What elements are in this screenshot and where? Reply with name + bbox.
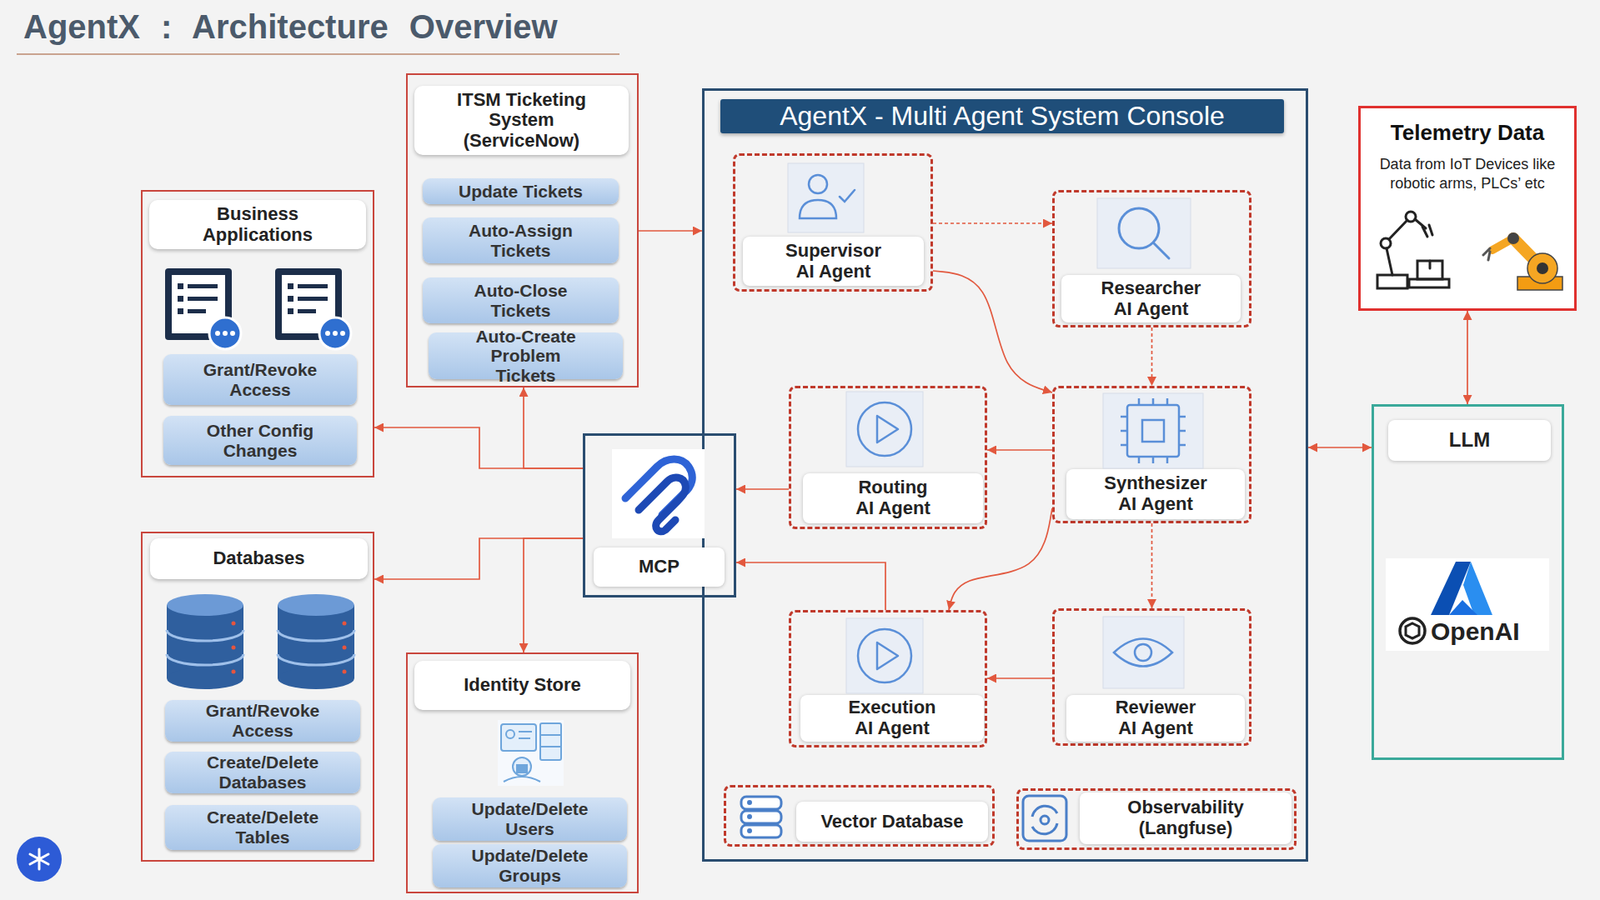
connector-arrow [374,538,583,580]
node-label: Grant/Revoke Access [165,700,361,743]
store-icons [741,796,1067,842]
connector-arrow [987,677,1053,680]
azure-openai-logo [1399,561,1493,644]
action-pill: Create/Delete Tables [165,805,361,851]
node-label: MCP [593,547,725,587]
node-label: Grant/Revoke Access [163,354,357,406]
agent-box: Supervisor AI Agent [732,153,933,292]
node-label: AgentX - Multi Agent System Console [720,99,1285,134]
connector-arrow [523,538,583,653]
action-pill: Other Config Changes [163,416,357,466]
node-label: Auto-Close Tickets [422,277,619,324]
connector-arrow [523,387,583,469]
connector-arrow [374,427,583,469]
node-label: Observability (Langfuse) [1079,792,1292,845]
node-body-text: OpenAI [1385,558,1550,652]
action-pill: Grant/Revoke Access [165,700,361,743]
action-pill: Create/Delete Databases [165,752,361,794]
node-label: Supervisor AI Agent [742,236,924,286]
data-source-box: Telemetry DataData from IoT Devices like… [1358,105,1577,311]
node-label: ITSM Ticketing System (ServiceNow) [414,85,629,156]
action-pill: Update Tickets [422,178,619,205]
diagram-title: AgentX : Architecture Overview [23,8,558,46]
app-icons [165,268,352,350]
robot-arm-illustration [1377,211,1450,289]
identity-icon [497,720,564,787]
agent-icons [787,163,1204,694]
node-label: Auto-Assign Tickets [422,217,619,264]
connector-arrow [932,270,1053,393]
node-label: Update/Delete Users [432,797,627,842]
node-label: Update Tickets [422,178,619,205]
connector-arrow [638,230,703,232]
group-box: Identity StoreUpdate/Delete UsersUpdate/… [406,652,639,894]
agent-box: Reviewer AI Agent [1052,608,1252,747]
action-pill: Auto-Assign Tickets [422,217,619,264]
group-box: DatabasesGrant/Revoke AccessCreate/Delet… [140,531,375,863]
node-label: Identity Store [414,661,631,711]
connector-arrow [1151,327,1154,387]
connector-arrow [1151,523,1154,609]
node-label: Vector Database [796,802,989,843]
node-label: Routing AI Agent [802,473,984,524]
console-box: AgentX - Multi Agent System ConsoleSuper… [702,88,1309,863]
action-pill: Auto-Close Tickets [422,277,619,324]
node-body-text: Data from IoT Devices like robotic arms,… [1366,151,1569,197]
node-label: LLM [1388,420,1551,462]
node-label: Execution AI Agent [800,695,984,743]
node-label: Other Config Changes [163,416,357,466]
llm-box: LLM OpenAI [1371,404,1565,761]
connector-arrow [987,449,1053,452]
node-label: Telemetry Data [1366,118,1569,149]
node-label: Synthesizer AI Agent [1066,469,1245,520]
agent-box: Synthesizer AI Agent [1052,386,1252,524]
database-icons [166,594,355,690]
assistant-badge [16,837,62,883]
connector-arrow [736,488,789,491]
action-pill: Grant/Revoke Access [163,354,357,406]
connector-arrow [948,508,1053,611]
connector-arrow [1466,310,1469,405]
agent-box: Researcher AI Agent [1052,190,1252,328]
group-box: ITSM Ticketing System (ServiceNow) Update… [406,73,639,388]
node-label: Databases [150,538,368,580]
connector-arrow [1308,446,1372,449]
node-label: Update/Delete Groups [432,844,627,888]
agent-box: Execution AI Agent [788,610,988,748]
industrial-robot-illustration [1483,232,1563,291]
action-pill: Update/Delete Users [432,797,627,842]
node-label: Auto-Create Problem Tickets [428,332,623,380]
action-pill: Update/Delete Groups [432,844,627,888]
node-label: Researcher AI Agent [1061,275,1241,323]
action-pill: Auto-Create Problem Tickets [428,332,623,380]
service-box: Vector Database [723,785,995,848]
mcp-logo [611,449,705,539]
group-box: Business ApplicationsGrant/Revoke Access… [140,190,375,478]
node-label: Business Applications [149,200,367,250]
mcp-box: MCP [582,433,737,598]
title-underline [16,53,620,56]
service-box: Observability (Langfuse) [1016,788,1297,851]
node-label: Create/Delete Databases [165,752,361,794]
agent-box: Routing AI Agent [788,386,988,530]
connector-arrow [736,562,886,611]
node-label: Reviewer AI Agent [1066,695,1245,743]
connector-arrow [932,222,1053,225]
node-label: Create/Delete Tables [165,805,361,851]
